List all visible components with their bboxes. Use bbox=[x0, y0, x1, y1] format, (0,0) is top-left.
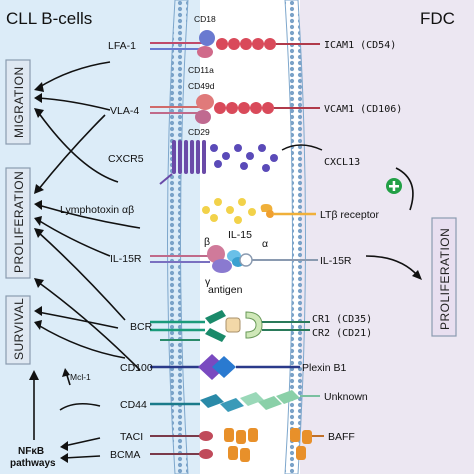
il15-label: IL-15 bbox=[228, 229, 252, 241]
proliferation-left-label: PROLIFERATION bbox=[12, 171, 26, 273]
vcam1-label: VCAM1 (CD106) bbox=[324, 104, 402, 115]
il15r-fdc-arrow bbox=[365, 255, 419, 277]
arrow-heads bbox=[29, 82, 70, 380]
migration-label: MIGRATION bbox=[12, 66, 26, 138]
nfkb-label: NFκB bbox=[18, 446, 44, 457]
cll-header: CLL B-cells bbox=[6, 9, 92, 28]
cd18-label: CD18 bbox=[194, 14, 216, 24]
cd44-unknown-pair bbox=[150, 390, 320, 412]
cll-membrane bbox=[167, 0, 189, 474]
cd29-label: CD29 bbox=[188, 127, 210, 137]
cr2-label: CR2 (CD21) bbox=[312, 328, 372, 339]
cxcr5-label: CXCR5 bbox=[108, 153, 144, 165]
cxcl13-chemokine-dots bbox=[210, 144, 278, 172]
cr1-label: CR1 (CD35) bbox=[312, 314, 372, 325]
unknown-label: Unknown bbox=[324, 391, 368, 403]
taci-label: TACI bbox=[120, 431, 143, 443]
il15r-fdc-label: IL-15R bbox=[320, 255, 352, 267]
il15r-complex bbox=[150, 245, 318, 273]
cxcr5-receptor bbox=[159, 140, 206, 185]
ltb-receptor bbox=[260, 204, 316, 218]
vla4-vcam1-pair bbox=[150, 94, 320, 124]
cd100-plexin-pair bbox=[150, 354, 300, 380]
gamma-label: γ bbox=[205, 276, 211, 288]
antigen-label: antigen bbox=[208, 284, 243, 296]
cd44-label: CD44 bbox=[120, 399, 147, 411]
beta-label: β bbox=[204, 236, 210, 248]
cd100-label: CD100 bbox=[120, 362, 153, 374]
cxcl13-label: CXCL13 bbox=[324, 157, 360, 168]
bcma-label: BCMA bbox=[110, 449, 140, 461]
alpha-label: α bbox=[262, 238, 268, 250]
lymphotoxin-dots bbox=[202, 198, 256, 224]
mcl1-label: Mcl-1 bbox=[70, 372, 91, 382]
lfa1-label: LFA-1 bbox=[108, 40, 136, 52]
il15r-left-label: IL-15R bbox=[110, 253, 142, 265]
vla4-label: VLA-4 bbox=[110, 105, 139, 117]
pathways-label: pathways bbox=[10, 458, 56, 469]
icam1-label: ICAM1 (CD54) bbox=[324, 40, 396, 51]
ltb-receptor-label: LTβ receptor bbox=[320, 209, 379, 221]
bcr-label: BCR bbox=[130, 321, 153, 333]
plexin-label: Plexin B1 bbox=[302, 362, 347, 374]
cxcl13-arrow bbox=[281, 144, 323, 151]
bcma-nfkb-arrow bbox=[63, 455, 101, 459]
fdc-header: FDC bbox=[420, 9, 455, 28]
taci-nfkb-arrow bbox=[63, 437, 101, 447]
cxcl13-loop-arrow bbox=[395, 167, 414, 211]
migration-box: MIGRATION bbox=[5, 59, 31, 145]
bcr-antigen-complex bbox=[150, 310, 310, 342]
proliferation-right-label: PROLIFERATION bbox=[438, 228, 452, 330]
baff-label: BAFF bbox=[328, 431, 355, 443]
cd11a-label: CD11a bbox=[188, 65, 214, 75]
il15r-fdc-arrowhead bbox=[412, 270, 422, 280]
plus-icon bbox=[386, 178, 402, 194]
cd49d-label: CD49d bbox=[188, 81, 215, 91]
taci-bcma-baff bbox=[150, 428, 324, 462]
lfa1-icam1-pair bbox=[150, 30, 320, 58]
bcma-nfkb-arrowhead bbox=[60, 453, 68, 463]
taci-nfkb-arrowhead bbox=[60, 441, 68, 451]
survival-box: SURVIVAL bbox=[5, 295, 31, 365]
proliferation-left-box: PROLIFERATION bbox=[5, 167, 31, 279]
lymphotoxin-label: Lymphotoxin αβ bbox=[60, 204, 134, 216]
proliferation-right-box: PROLIFERATION bbox=[431, 217, 457, 337]
survival-label: SURVIVAL bbox=[12, 298, 26, 360]
signal-arrows bbox=[33, 61, 141, 440]
fdc-membrane bbox=[284, 0, 306, 474]
